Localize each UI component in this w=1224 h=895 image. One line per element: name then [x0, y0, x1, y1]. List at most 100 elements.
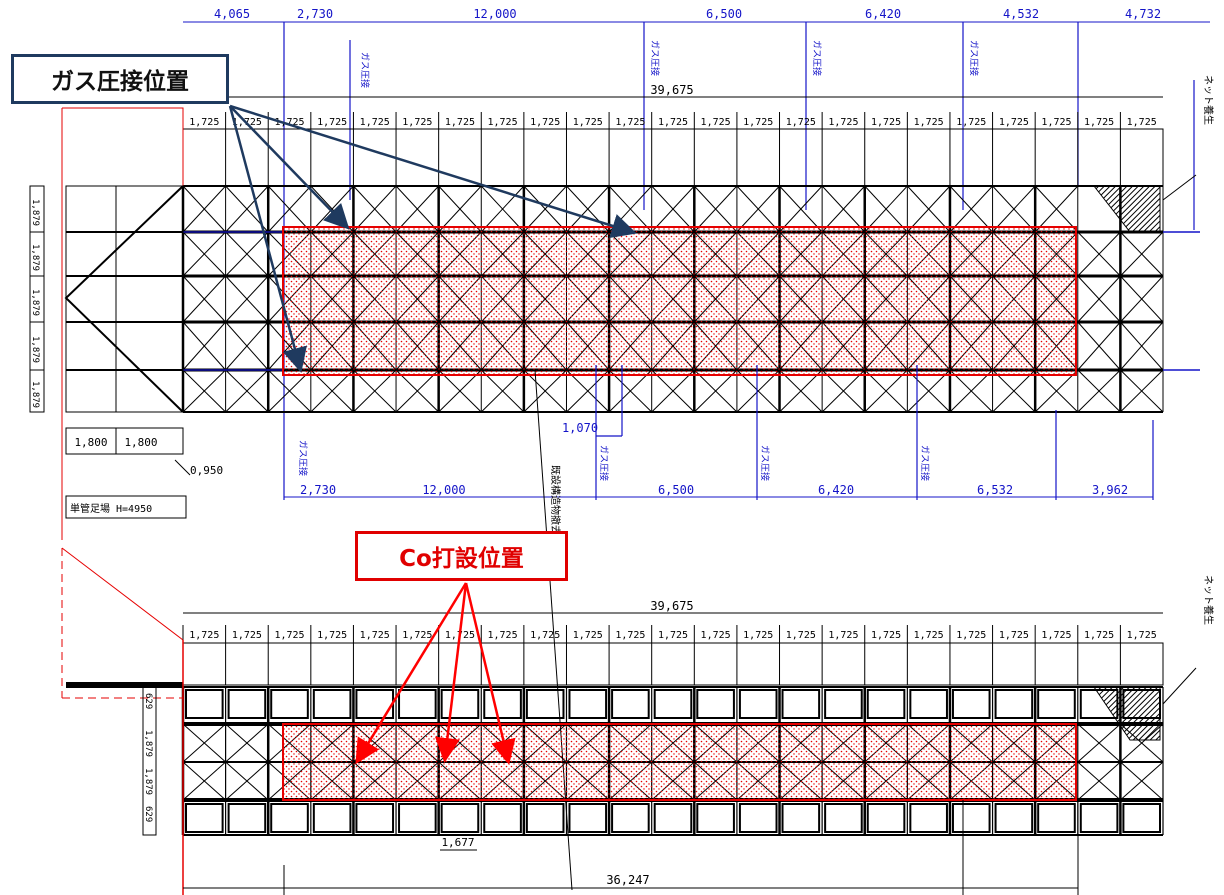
plank — [398, 803, 437, 833]
top-dim-2: 12,000 — [473, 7, 516, 21]
bay-dim-label: 1,725 — [956, 630, 986, 641]
brace-line — [395, 369, 440, 413]
brace-line — [225, 275, 269, 323]
bay-dim-label: 1,725 — [1084, 630, 1114, 641]
top-dim-1: 2,730 — [297, 7, 333, 21]
brace-line — [736, 369, 780, 413]
side-dim-label: 1,879 — [143, 768, 153, 795]
bottom-dimension-line: 2,730 12,000 6,500 6,420 6,532 3,962 1,0… — [284, 365, 1154, 500]
top-bay-dimension-row: 1,725 1,725 1,725 1,725 1,725 1,725 1,725 1,725… — [189, 117, 1157, 128]
plank — [653, 689, 693, 719]
brace-line — [566, 369, 610, 413]
overall-length-bottom: 39,675 — [650, 599, 693, 613]
bottom-dim-5: 3,962 — [1092, 483, 1128, 497]
brace-line — [480, 185, 525, 233]
plank — [653, 803, 693, 833]
brace-line — [949, 369, 993, 413]
plank — [781, 689, 821, 719]
gas-weld-callout: ガス圧接位置 — [11, 54, 229, 104]
plank — [312, 689, 352, 719]
plank — [909, 803, 948, 833]
bay-dim-label: 1,725 — [317, 117, 347, 128]
brace-line — [310, 369, 354, 413]
hatched-corner-top — [1092, 185, 1161, 233]
plank — [866, 803, 906, 833]
mid-dim: 1,070 — [562, 421, 598, 435]
plank — [440, 803, 480, 833]
plank — [568, 689, 608, 719]
bay-dim-label: 1,725 — [1041, 630, 1071, 641]
brace-line — [992, 185, 1036, 233]
right-note-bottom: ネット養生 — [1202, 575, 1215, 625]
weld-label: ガス圧接 — [359, 52, 371, 88]
bay-dim-label: 1,725 — [956, 117, 986, 128]
brace-line — [1077, 231, 1121, 277]
bay-dim-label: 1,725 — [743, 630, 773, 641]
bay-dim-label: 1,725 — [828, 630, 858, 641]
bay-dim-label: 1,725 — [530, 117, 560, 128]
brace-line — [1077, 369, 1121, 413]
side-dim-label: 1,879 — [30, 289, 40, 316]
bay-dim-label: 1,725 — [999, 630, 1029, 641]
brace-line — [821, 369, 866, 413]
brace-line — [1034, 369, 1079, 413]
plank — [696, 689, 735, 719]
brace-line — [1034, 185, 1079, 233]
bay-dim-label: 1,725 — [402, 117, 432, 128]
brace-line — [438, 369, 482, 413]
brace-line — [779, 369, 823, 413]
brace-line — [182, 723, 226, 763]
brace-line — [480, 369, 525, 413]
brace-line — [864, 185, 908, 233]
gas-weld-arrows — [228, 104, 637, 373]
bay-dim-label: 1,725 — [786, 117, 816, 128]
center-note: 既設構造物撤去 — [549, 465, 562, 535]
brace-line — [438, 185, 482, 233]
plank — [994, 689, 1034, 719]
plank — [696, 803, 735, 833]
gas-arrow-3 — [228, 105, 307, 373]
brace-line — [225, 231, 269, 277]
bay-dim-label: 1,725 — [786, 630, 816, 641]
bottom-bay-dimension-row: 1,725 1,725 1,725 1,725 1,725 1,725 1,725 1,725… — [189, 630, 1157, 641]
bay-dim-label: 1,725 — [360, 117, 390, 128]
brace-line — [1120, 761, 1164, 801]
plank — [1079, 803, 1119, 833]
plank — [355, 803, 395, 833]
concrete-pour-zone — [282, 723, 1077, 801]
bottom-dim-1: 12,000 — [422, 483, 465, 497]
bay-dim-label: 1,725 — [274, 630, 304, 641]
brace-line — [779, 185, 823, 233]
brace-line — [225, 723, 269, 763]
left-dim-0: 1,800 — [74, 436, 107, 449]
brace-line — [608, 369, 653, 413]
plank — [824, 689, 863, 719]
brace-line — [693, 185, 738, 233]
top-dim-5: 4,532 — [1003, 7, 1039, 21]
brace-line — [651, 369, 695, 413]
bay-dim-label: 1,725 — [360, 630, 390, 641]
plank — [824, 803, 863, 833]
plank — [227, 689, 267, 719]
weld-label: ガス圧接 — [297, 440, 309, 476]
bay-dim-label: 1,725 — [573, 117, 603, 128]
bay-dim-label: 1,725 — [488, 630, 518, 641]
side-dim-label: 1,879 — [30, 336, 40, 363]
side-dim-label: 629 — [143, 806, 153, 822]
plank — [525, 689, 565, 719]
bay-dim-label: 1,725 — [999, 117, 1029, 128]
bay-dim-label: 1,725 — [1041, 117, 1071, 128]
brace-line — [225, 185, 269, 233]
top-plan: 4,065 2,730 12,000 6,500 6,420 4,532 4,7… — [29, 7, 1215, 891]
bottom-overall: 36,247 — [606, 873, 649, 887]
bay-dim-label: 1,725 — [445, 117, 475, 128]
plank — [227, 803, 267, 833]
top-dimension-line: 4,065 2,730 12,000 6,500 6,420 4,532 4,7… — [183, 7, 1210, 23]
brace-line — [225, 321, 269, 371]
brace-line — [949, 185, 993, 233]
plank — [738, 689, 778, 719]
brace-line — [1077, 761, 1121, 801]
